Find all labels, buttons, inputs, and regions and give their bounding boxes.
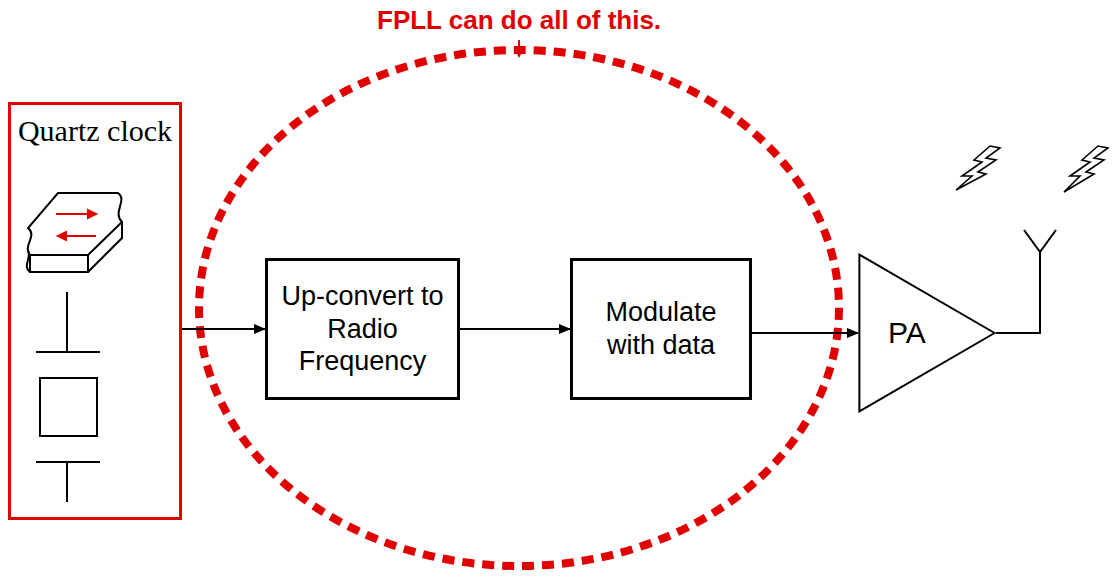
process-box: Modulate with data bbox=[570, 258, 752, 400]
signal-arrow bbox=[460, 328, 570, 330]
antenna bbox=[996, 230, 1056, 333]
fpll-region bbox=[199, 50, 839, 566]
callout-label: FPLL can do all of this. bbox=[377, 5, 661, 36]
vibration-arrows bbox=[56, 210, 96, 240]
amplifier-triangle: PA bbox=[858, 253, 996, 413]
crystal-symbol bbox=[36, 292, 100, 502]
node-label: Quartz clock bbox=[11, 105, 179, 148]
quartz-slab bbox=[27, 193, 122, 272]
quartz-clock-box: Quartz clock bbox=[8, 102, 182, 520]
callout-pointer bbox=[518, 40, 520, 56]
radio-wave-bolts bbox=[956, 146, 1108, 192]
signal-arrow bbox=[182, 328, 265, 330]
process-box: Up-convert to Radio Frequency bbox=[265, 258, 460, 400]
node-label: Up-convert to Radio Frequency bbox=[278, 280, 447, 379]
node-label: PA bbox=[888, 316, 926, 350]
signal-arrow bbox=[752, 332, 858, 334]
triangle-outline bbox=[858, 253, 996, 413]
node-label: Modulate with data bbox=[583, 296, 739, 362]
